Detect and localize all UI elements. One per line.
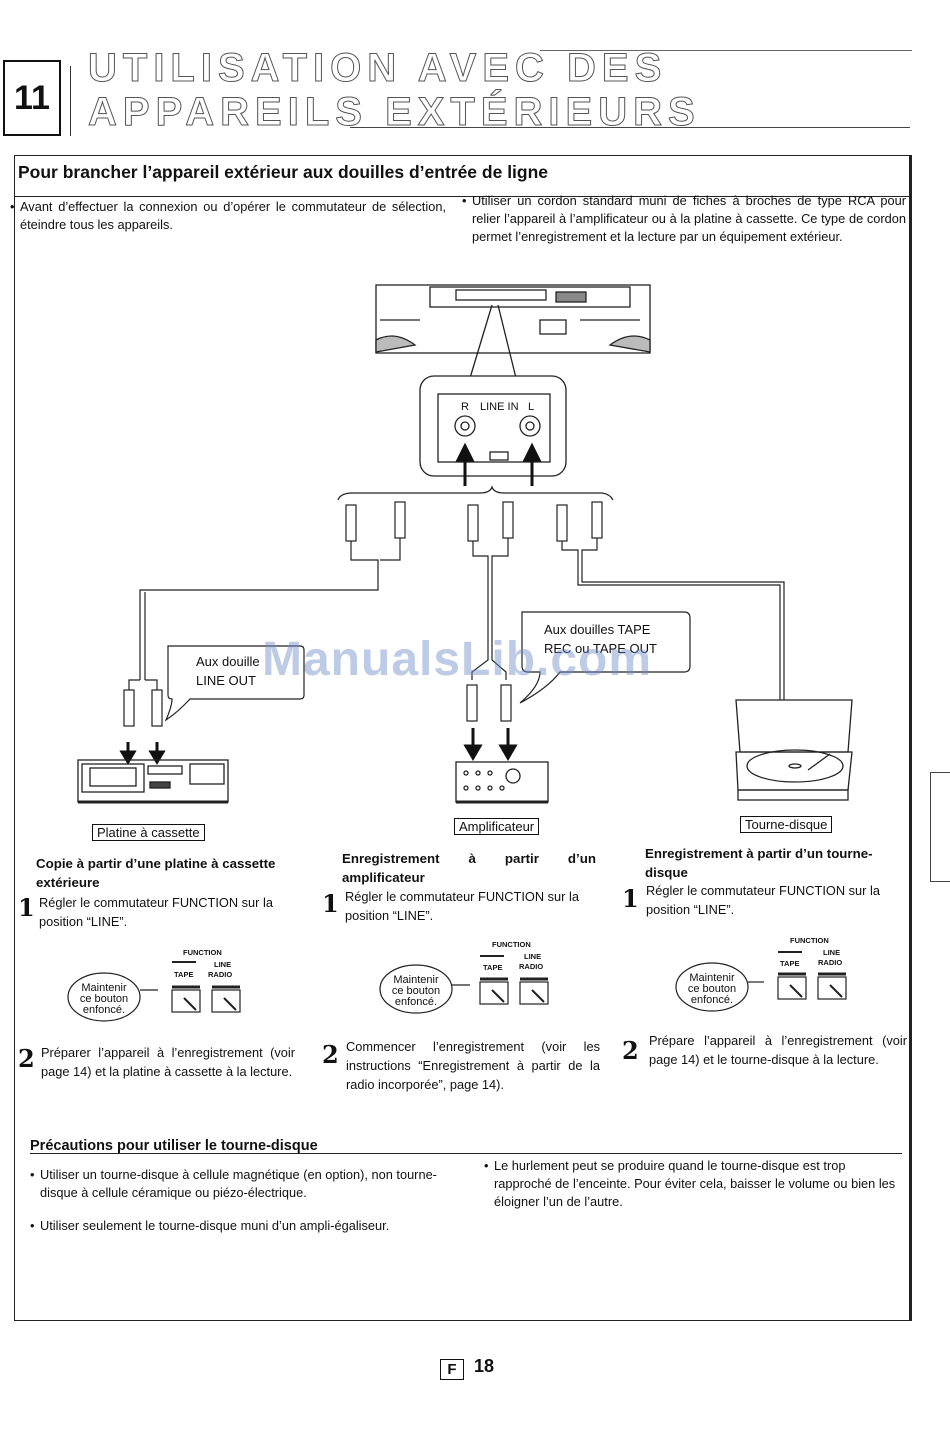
- turntable-label: Tourne-disque: [740, 816, 833, 833]
- col2-line-label: LINE: [524, 952, 542, 961]
- language-marker: F: [440, 1359, 464, 1380]
- amplifier: [455, 761, 549, 804]
- jack-r-label: R: [461, 401, 469, 413]
- col1-line-label: LINE: [214, 960, 232, 969]
- col1-step2-text: Préparer l’appareil à l’enregistrement (…: [41, 1045, 295, 1079]
- col2-radio-label: RADIO: [519, 962, 544, 971]
- main-box-shadow: [909, 155, 912, 1321]
- col1-step2-number: 2: [18, 1044, 35, 1073]
- intro-right: Utiliser un cordon standard muni de fich…: [462, 192, 906, 246]
- switch-illustrations: [67, 951, 847, 1022]
- callout-left-line2: LINE OUT: [196, 673, 256, 688]
- callout-mid-bubble: [519, 611, 691, 704]
- col3-heading: Enregistrement à partir d’un tourne-disq…: [645, 846, 873, 880]
- watermark: ManualsLib.com: [262, 633, 653, 686]
- precaution-item-1: Utiliser un tourne-disque à cellule magn…: [30, 1166, 446, 1202]
- precautions-heading: Précautions pour utiliser le tourne-disq…: [30, 1138, 318, 1154]
- box-heading: Pour brancher l’appareil extérieur aux d…: [18, 162, 549, 182]
- callout-mid-line1: Aux douilles TAPE: [544, 622, 651, 637]
- line-in-label: LINE IN: [480, 401, 519, 413]
- cassette-deck: [77, 759, 229, 804]
- jack-panel: [419, 375, 567, 477]
- precaution-item-3: Le hurlement peut se produire quand le t…: [484, 1157, 906, 1211]
- col1-tape-label: TAPE: [174, 970, 194, 979]
- cables: [123, 501, 785, 727]
- precaution-item-2: Utiliser seulement le tourne-disque muni…: [30, 1217, 450, 1235]
- amplifier-label: Amplificateur: [454, 818, 540, 835]
- intro-left: Avant d’effectuer la connexion ou d’opér…: [10, 198, 446, 234]
- cassette-deck-label: Platine à cassette: [92, 824, 205, 841]
- col3-radio-label: RADIO: [818, 958, 843, 967]
- col2-function-label: FUNCTION: [492, 940, 531, 949]
- callout-left-bubble: [164, 645, 305, 722]
- page-number: 18: [474, 1356, 495, 1376]
- jack-l-label: L: [528, 401, 535, 413]
- title-underline: [350, 127, 910, 128]
- col3-step1-number: 1: [622, 884, 639, 913]
- device-arrows: [119, 728, 518, 765]
- col2-heading: Enregistrement à partir d’un amplificate…: [342, 851, 596, 885]
- col2-step1-text: Régler le commutateur FUNCTION sur la po…: [345, 889, 579, 923]
- precautions-rule: [30, 1153, 902, 1154]
- col3-line-label: LINE: [823, 948, 841, 957]
- col2-tape-label: TAPE: [483, 963, 503, 972]
- col1-radio-label: RADIO: [208, 970, 233, 979]
- header-rule: [540, 50, 912, 51]
- brace: [337, 485, 614, 501]
- col3-tape-label: TAPE: [780, 959, 800, 968]
- side-tab: [930, 772, 950, 882]
- turntable: [735, 699, 853, 801]
- col1-function-label: FUNCTION: [183, 948, 222, 957]
- main-unit-rear: [375, 284, 651, 379]
- callout-mid-line2: REC ou TAPE OUT: [544, 641, 657, 656]
- col3-step1-text: Régler le commutateur FUNCTION sur la po…: [646, 883, 880, 917]
- col2-step2-text: Commencer l’enregistrement (voir les ins…: [346, 1039, 600, 1092]
- col3-function-label: FUNCTION: [790, 936, 829, 945]
- section-number: 11: [3, 60, 61, 136]
- title-bar: [70, 66, 75, 136]
- col1-step1-text: Régler le commutateur FUNCTION sur la po…: [39, 895, 273, 929]
- callout-left-line1: Aux douille: [196, 654, 260, 669]
- col2-step1-number: 1: [322, 889, 339, 918]
- col1-step1-number: 1: [18, 893, 35, 922]
- col3-step2-text: Prépare l’appareil à l’enregistrement (v…: [649, 1033, 907, 1067]
- col2-step2-number: 2: [322, 1040, 339, 1069]
- jack-arrows: [455, 442, 542, 486]
- col3-step2-number: 2: [622, 1036, 639, 1065]
- col1-heading: Copie à partir d’une platine à cassette …: [36, 856, 276, 890]
